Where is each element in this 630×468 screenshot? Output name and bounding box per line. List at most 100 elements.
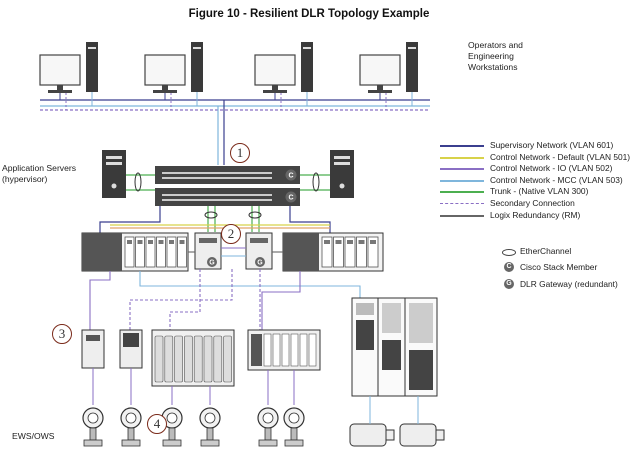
monitor [359, 54, 401, 86]
etherchannel-icon [312, 172, 320, 192]
io-module [299, 333, 308, 367]
legend-row: Trunk - (Native VLAN 300) [440, 186, 616, 197]
io-module [154, 335, 164, 383]
etherchannel-icon [204, 211, 218, 219]
io-module [184, 335, 193, 383]
transmitter-icon [257, 407, 279, 447]
dlr-gateway-icon: G [504, 279, 514, 289]
callout-4: 4 [147, 414, 167, 434]
motors [349, 396, 445, 447]
io-module [164, 335, 174, 383]
workstations-label-line-1: Operators and [468, 40, 523, 50]
pc-tower [86, 42, 98, 92]
io-rack-right [247, 329, 321, 371]
legend-line-label: Secondary Connection [490, 198, 575, 208]
workstation [144, 42, 203, 110]
application-server-right [330, 150, 354, 198]
chassis-slot [124, 236, 135, 268]
app-servers-label: Application Servers (hypervisor) [2, 163, 76, 185]
application-server-left [102, 150, 126, 198]
chassis-slot [135, 236, 145, 268]
pc-tower [191, 42, 203, 92]
transmitter-icon [161, 407, 183, 447]
stack-member-icon [285, 169, 297, 181]
legend-line-swatch [440, 156, 484, 159]
dlr-gateway-icon [207, 257, 217, 267]
legend-row: Logix Redundancy (RM) [440, 210, 616, 221]
io-module [213, 335, 223, 383]
workstation [39, 42, 98, 110]
legend-etherchannel-label: EtherChannel [520, 246, 572, 256]
workstations-label: Operators and Engineering Workstations [468, 40, 523, 73]
core-switch-stack [155, 166, 300, 206]
field-instruments [82, 407, 305, 447]
gateway-badge-2: G [257, 260, 263, 267]
controller-chassis-right [282, 232, 384, 272]
callout-1: 1 [230, 143, 250, 163]
io-module [263, 333, 272, 367]
callout-2: 2 [221, 224, 241, 244]
workstations [39, 42, 418, 110]
control-tier-links [89, 247, 361, 340]
io-panel [119, 329, 143, 369]
ews-ows-label: EWS/OWS [12, 431, 55, 441]
etherchannel-icon [248, 211, 262, 219]
transmitter-icon [283, 407, 305, 447]
etherchannel-icon [502, 249, 516, 256]
chassis-slot [177, 236, 187, 268]
legend-line-swatch [440, 145, 484, 147]
core-uplinks [99, 206, 331, 236]
chassis-slot [166, 236, 177, 268]
callout-3: 3 [52, 324, 72, 344]
legend-line-label: Logix Redundancy (RM) [490, 209, 581, 220]
chassis-slot [156, 236, 166, 268]
legend-line-swatch [440, 191, 484, 194]
app-servers-label-line-2: (hypervisor) [2, 174, 48, 184]
chassis-slot [321, 236, 333, 268]
io-module [290, 333, 299, 367]
dlr-gateway-icon [255, 257, 265, 267]
legend-line-swatch [440, 168, 484, 171]
io-module [193, 335, 203, 383]
chassis-slot [367, 236, 379, 268]
legend-line-label: Trunk - (Native VLAN 300) [490, 186, 589, 197]
pc-tower [406, 42, 418, 92]
io-module [308, 333, 317, 367]
transmitter-icon [82, 407, 104, 447]
legend-line-label: Control Network - MCC (VLAN 503) [490, 174, 623, 185]
workstations-label-line-2: Engineering [468, 51, 514, 61]
workstations-label-line-3: Workstations [468, 62, 518, 72]
stack-member-icon: C [504, 262, 514, 272]
chassis-slot [333, 236, 344, 268]
stack-badge-1: C [288, 173, 293, 180]
workstation [254, 42, 313, 110]
legend-row: Secondary Connection [440, 198, 616, 209]
controller-chassis-left [81, 232, 189, 272]
etherchannel-icon [134, 172, 142, 192]
io-module [281, 333, 290, 367]
legend-row: Supervisory Network (VLAN 601) [440, 140, 616, 151]
pc-tower [301, 42, 313, 92]
io-module [272, 333, 281, 367]
workstation-bus [40, 99, 430, 165]
io-adapter [81, 329, 105, 369]
transmitter-icon [199, 407, 221, 447]
legend-line-label: Control Network - Default (VLAN 501) [490, 151, 630, 162]
workstation [359, 42, 418, 110]
io-module [223, 335, 232, 383]
monitor [39, 54, 81, 86]
legend-line-label: Control Network - IO (VLAN 502) [490, 163, 613, 174]
stack-member-icon [285, 191, 297, 203]
gateway-badge-1: G [209, 260, 215, 267]
transmitter-icon [120, 407, 142, 447]
legend-line-swatch [440, 179, 484, 182]
stack-badge-2: C [288, 195, 293, 202]
monitor [254, 54, 296, 86]
legend-line-label: Supervisory Network (VLAN 601) [490, 140, 614, 150]
legend-dlr-gateway-label: DLR Gateway (redundant) [520, 279, 618, 289]
legend-row: Control Network - Default (VLAN 501) [440, 152, 630, 163]
legend-line-swatch [440, 203, 484, 204]
app-servers-label-line-1: Application Servers [2, 163, 77, 173]
figure-title: Figure 10 - Resilient DLR Topology Examp… [188, 8, 430, 20]
